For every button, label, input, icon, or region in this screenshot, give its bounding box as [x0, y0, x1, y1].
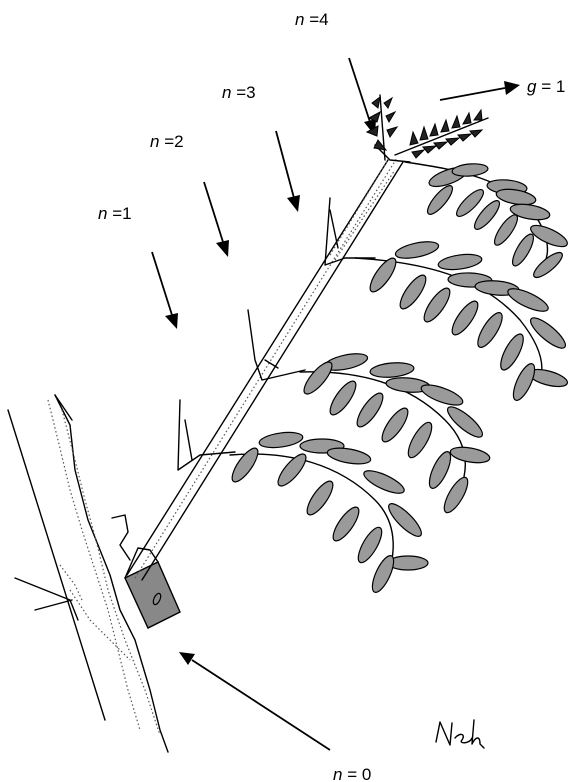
- leaf-icon: [378, 405, 412, 446]
- leaf-icon: [394, 239, 440, 262]
- leaf-icon: [369, 361, 414, 379]
- label-n4: n =4: [295, 10, 329, 29]
- leaf-icon: [329, 504, 363, 545]
- label-n2: n =2: [150, 132, 184, 151]
- leaf-icon: [396, 272, 430, 313]
- leaf-icon: [258, 430, 304, 450]
- leaf-icon: [452, 162, 489, 177]
- arrow-n1-icon: [152, 252, 178, 329]
- label-g1: g = 1: [527, 77, 565, 96]
- leaf-icon: [473, 309, 506, 350]
- leaf-icon: [449, 445, 491, 466]
- leaf-icon: [228, 445, 262, 486]
- branch-base-tag: [125, 548, 180, 628]
- arrow-n2-icon: [204, 182, 229, 257]
- label-n0: n = 0: [333, 765, 371, 782]
- leaf-icon: [509, 231, 537, 268]
- leaf-icon: [420, 285, 454, 326]
- leaf-cluster-3: [355, 239, 569, 404]
- bud-cluster-icon: [367, 95, 488, 160]
- leaf-icon: [326, 378, 360, 419]
- leaf-icon: [354, 524, 386, 566]
- leaf-icon: [530, 249, 565, 281]
- leaf-icon: [419, 381, 465, 409]
- leaf-icon: [528, 221, 570, 251]
- leaf-icon: [303, 478, 337, 519]
- arrow-g1-icon: [440, 81, 520, 100]
- leaf-icon: [300, 358, 336, 398]
- leaf-icon: [424, 182, 456, 217]
- label-n1: n =1: [98, 204, 132, 223]
- leaf-icon: [448, 298, 482, 339]
- arrow-n4-icon: [349, 58, 376, 136]
- leaf-icon: [368, 553, 398, 595]
- leaf-icon: [384, 499, 425, 540]
- leaf-icon: [509, 361, 539, 403]
- leaf-cluster-4: [405, 162, 570, 281]
- leaf-icon: [440, 474, 472, 516]
- leaf-icon: [527, 313, 570, 352]
- leaf-icon: [496, 331, 527, 373]
- leaf-cluster-1: [228, 430, 428, 595]
- signature: [436, 720, 484, 748]
- leaf-icon: [326, 445, 372, 466]
- main-branch: [127, 158, 403, 580]
- leaf-icon: [444, 402, 487, 441]
- arrow-n3-icon: [276, 131, 300, 212]
- arrow-n0-icon: [179, 652, 330, 750]
- label-n3: n =3: [222, 83, 256, 102]
- leaf-icon: [404, 419, 436, 461]
- leaf-icon: [425, 449, 455, 491]
- leaf-icon: [491, 212, 521, 248]
- leaf-icon: [437, 252, 483, 272]
- leaf-icon: [353, 390, 387, 431]
